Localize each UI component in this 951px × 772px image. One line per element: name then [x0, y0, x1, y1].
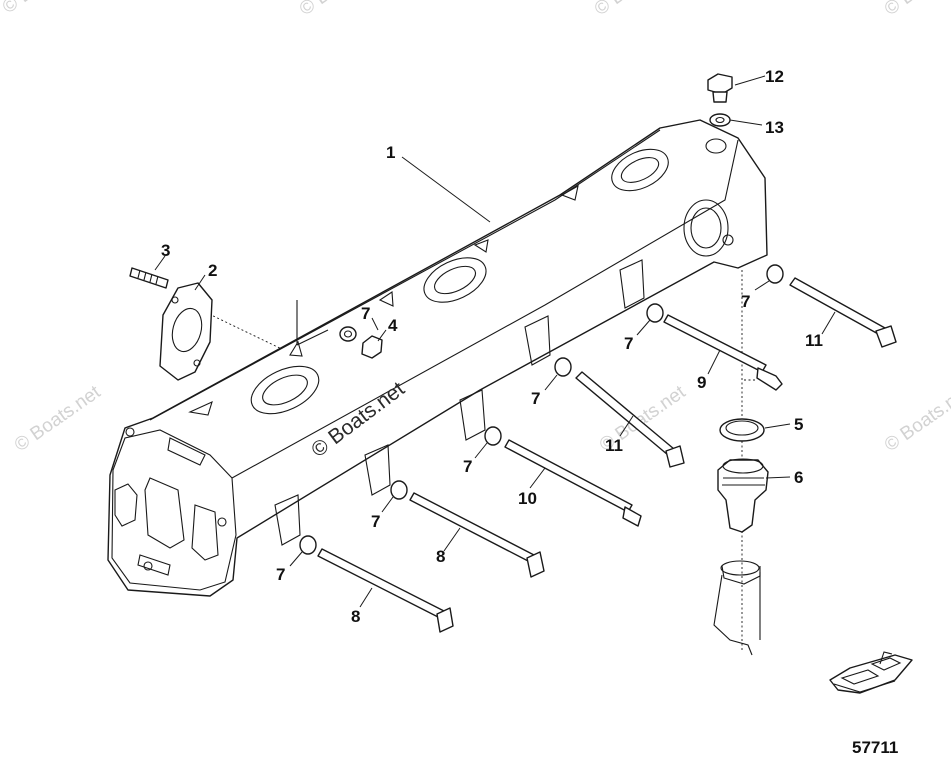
watermark-top-1: © Boats.net: [0, 0, 93, 18]
callout-10: 10: [518, 489, 537, 508]
callout-4: 4: [388, 316, 398, 335]
seal-fitting-hose: [713, 418, 769, 656]
callout-13: 13: [765, 118, 784, 137]
callout-12: 12: [765, 67, 784, 86]
callout-9: 9: [697, 373, 706, 392]
callout-11-upper: 11: [805, 331, 823, 350]
exhaust-manifold: [107, 119, 768, 597]
callout-8-lower: 8: [351, 607, 360, 626]
callout-7-fourth: 7: [531, 389, 540, 408]
nut-and-washer: [339, 326, 383, 359]
watermark-top-4: © Boats.net: [881, 0, 951, 20]
watermark-right: © Boats.net: [881, 381, 951, 456]
callout-7-right: 7: [741, 292, 750, 311]
callout-7-second: 7: [371, 512, 380, 531]
callout-5: 5: [794, 415, 803, 434]
washers: [299, 264, 784, 555]
callout-11-lower: 11: [605, 436, 623, 455]
callout-2: 2: [208, 261, 217, 280]
boat-icon: [829, 651, 913, 694]
callout-labels: 1 2 3 4 5 6 7 7 7 7 7 7 7 8 8 9 10 11 11…: [161, 67, 823, 626]
watermark-left: © Boats.net: [11, 381, 105, 456]
watermark-top-2: © Boats.net: [296, 0, 390, 20]
watermark-top-3: © Boats.net: [591, 0, 685, 20]
callout-7-fifth: 7: [624, 334, 633, 353]
callout-7-third: 7: [463, 457, 472, 476]
leader-lines: [154, 75, 836, 608]
gasket: [159, 282, 213, 381]
callout-7-top: 7: [361, 304, 370, 323]
callout-7-lower: 7: [276, 565, 285, 584]
callout-6: 6: [794, 468, 803, 487]
stud: [129, 267, 169, 289]
callout-1: 1: [386, 143, 395, 162]
figure-number: 57711: [852, 738, 898, 757]
callout-3: 3: [161, 241, 170, 260]
bolts: [317, 277, 897, 633]
plug-and-washer: [707, 73, 733, 127]
callout-8-upper: 8: [436, 547, 445, 566]
